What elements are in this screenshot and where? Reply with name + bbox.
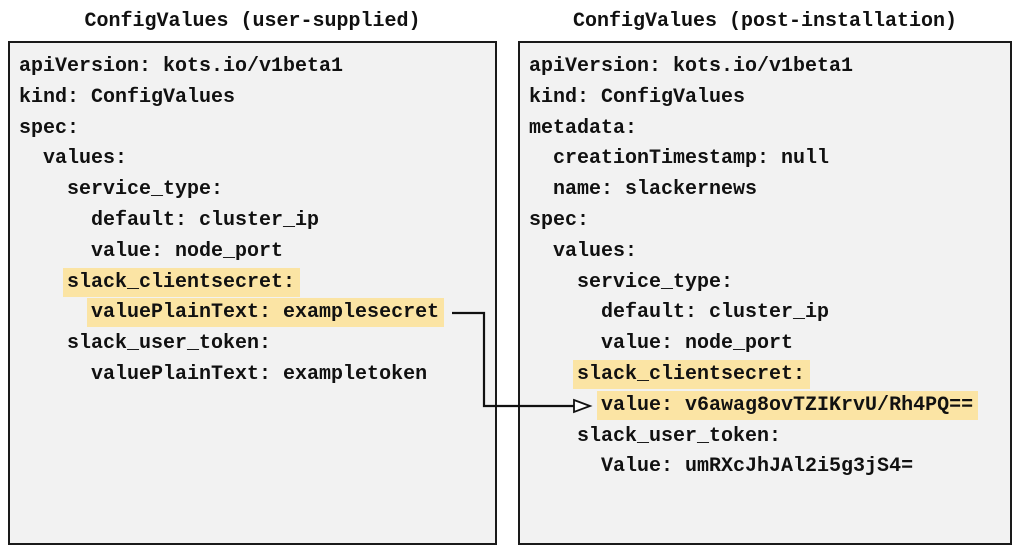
highlighted-yaml-text: value: v6awag8ovTZIKrvU/Rh4PQ== (597, 390, 979, 420)
yaml-line: default: cluster_ip (19, 206, 489, 237)
right-panel-title: ConfigValues (post-installation) (572, 10, 958, 33)
yaml-line: valuePlainText: exampletoken (19, 360, 489, 391)
yaml-text: service_type: (67, 178, 224, 202)
user-supplied-config-panel: apiVersion: kots.io/v1beta1 kind: Config… (8, 41, 497, 545)
yaml-text: name: slackernews (553, 178, 758, 202)
yaml-line: apiVersion: kots.io/v1beta1 (529, 52, 1004, 83)
yaml-line: service_type: (19, 175, 489, 206)
yaml-indent (529, 394, 601, 417)
yaml-indent (529, 147, 553, 170)
yaml-indent (529, 178, 553, 201)
yaml-line: apiVersion: kots.io/v1beta1 (19, 52, 489, 83)
yaml-text: default: cluster_ip (91, 208, 320, 232)
yaml-indent (19, 209, 91, 232)
yaml-text: valuePlainText: exampletoken (91, 362, 428, 386)
yaml-indent (19, 271, 67, 294)
yaml-indent (529, 301, 601, 324)
yaml-text: spec: (529, 208, 590, 232)
yaml-line: kind: ConfigValues (529, 83, 1004, 114)
yaml-text: values: (43, 147, 128, 171)
yaml-line-highlighted: slack_clientsecret: (529, 359, 1004, 391)
yaml-text: kind: ConfigValues (529, 85, 746, 109)
yaml-indent (19, 240, 91, 263)
yaml-line: values: (19, 144, 489, 175)
yaml-text: metadata: (529, 116, 638, 140)
yaml-indent (19, 332, 67, 355)
yaml-text: service_type: (577, 270, 734, 294)
yaml-text: spec: (19, 116, 80, 140)
highlighted-yaml-text: valuePlainText: examplesecret (87, 298, 445, 328)
yaml-line: spec: (19, 114, 489, 145)
yaml-line: default: cluster_ip (529, 298, 1004, 329)
yaml-indent (19, 147, 43, 170)
yaml-indent (529, 240, 553, 263)
yaml-line: kind: ConfigValues (19, 83, 489, 114)
yaml-text: value: node_port (601, 332, 794, 356)
yaml-indent (529, 455, 601, 478)
yaml-line: spec: (529, 206, 1004, 237)
yaml-text: values: (553, 239, 638, 263)
highlighted-yaml-text: slack_clientsecret: (63, 267, 301, 297)
yaml-text: kind: ConfigValues (19, 85, 236, 109)
yaml-line: Value: umRXcJhJAl2i5g3jS4= (529, 452, 1004, 483)
yaml-line: service_type: (529, 268, 1004, 299)
yaml-line: slack_user_token: (529, 422, 1004, 453)
yaml-text: default: cluster_ip (601, 301, 830, 325)
highlighted-yaml-text: slack_clientsecret: (573, 359, 811, 389)
yaml-indent (529, 363, 577, 386)
yaml-line: slack_user_token: (19, 329, 489, 360)
yaml-indent (529, 271, 577, 294)
post-installation-config-panel: apiVersion: kots.io/v1beta1 kind: Config… (518, 41, 1012, 545)
yaml-line: value: node_port (19, 237, 489, 268)
yaml-indent (19, 301, 91, 324)
yaml-line: value: node_port (529, 329, 1004, 360)
yaml-line: values: (529, 237, 1004, 268)
yaml-text: Value: umRXcJhJAl2i5g3jS4= (601, 455, 914, 479)
yaml-line: metadata: (529, 114, 1004, 145)
yaml-text: slack_user_token: (577, 424, 782, 448)
yaml-text: slack_user_token: (67, 332, 272, 356)
yaml-indent (529, 332, 601, 355)
yaml-line-highlighted: valuePlainText: examplesecret (19, 298, 489, 329)
yaml-line-highlighted: value: v6awag8ovTZIKrvU/Rh4PQ== (529, 390, 1004, 422)
yaml-text: value: node_port (91, 239, 284, 263)
yaml-indent (529, 425, 577, 448)
yaml-indent (19, 178, 67, 201)
yaml-text: apiVersion: kots.io/v1beta1 (529, 55, 854, 78)
yaml-text: creationTimestamp: null (553, 147, 830, 171)
yaml-indent (19, 363, 91, 386)
yaml-line: creationTimestamp: null (529, 144, 1004, 175)
left-panel-title: ConfigValues (user-supplied) (84, 10, 421, 33)
yaml-line: name: slackernews (529, 175, 1004, 206)
yaml-line-highlighted: slack_clientsecret: (19, 267, 489, 299)
yaml-text: apiVersion: kots.io/v1beta1 (19, 55, 344, 78)
